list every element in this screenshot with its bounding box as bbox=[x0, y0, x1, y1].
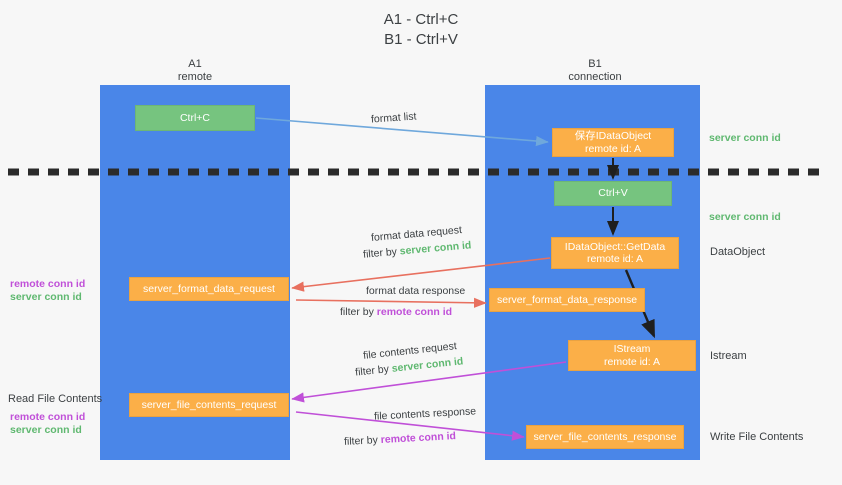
box-server-file-contents-response[interactable]: server_file_contents_response bbox=[526, 425, 684, 449]
title-line-1: A1 - Ctrl+C bbox=[383, 11, 459, 28]
box-server-format-data-response[interactable]: server_format_data_response bbox=[489, 288, 645, 312]
box-save-idataobject-line-1: 保存IDataObject bbox=[574, 130, 652, 142]
lane-b1-name: B1 bbox=[588, 58, 602, 70]
arrow-file-contents-request bbox=[291, 361, 567, 403]
note-read-file-contents: Read File Contents bbox=[8, 393, 103, 405]
box-ctrl-v-label: Ctrl+V bbox=[598, 187, 628, 200]
box-istream[interactable]: IStream remote id: A bbox=[568, 340, 696, 371]
lane-b1-sub: connection bbox=[568, 71, 622, 83]
box-ctrl-c-label: Ctrl+C bbox=[179, 111, 211, 124]
box-save-idataobject-line-2: remote id: A bbox=[584, 142, 642, 155]
arrow-format-data-request bbox=[291, 257, 551, 292]
note-server-conn-id-mid: server conn id bbox=[709, 211, 781, 223]
lane-a1-sub: remote bbox=[177, 71, 213, 83]
box-ctrl-c[interactable]: Ctrl+C bbox=[135, 105, 255, 131]
box-getdata-line-1: IDataObject::GetData bbox=[564, 240, 666, 253]
box-server-file-contents-request-label: server_file_contents_request bbox=[141, 398, 277, 411]
box-istream-line-2: remote id: A bbox=[603, 355, 661, 368]
title-line-2: B1 - Ctrl+V bbox=[384, 31, 458, 48]
lane-header-b1: B1 connection bbox=[520, 58, 670, 84]
box-ctrl-v[interactable]: Ctrl+V bbox=[554, 181, 672, 206]
box-save-idataobject[interactable]: 保存IDataObject remote id: A bbox=[552, 128, 674, 157]
arrow-file-contents-response bbox=[295, 411, 525, 441]
box-server-file-contents-request[interactable]: server_file_contents_request bbox=[129, 393, 289, 417]
arrow-format-list bbox=[255, 117, 549, 147]
filter-value-remote-conn-id-2: remote conn id bbox=[380, 430, 457, 446]
label-format-data-response: format data response bbox=[366, 285, 466, 297]
box-server-format-data-response-label: server_format_data_response bbox=[496, 293, 638, 306]
box-server-file-contents-response-label: server_file_contents_response bbox=[533, 430, 677, 443]
note-server-conn-id-2: server conn id bbox=[10, 424, 82, 436]
note-server-conn-id-top: server conn id bbox=[709, 132, 781, 144]
arrow-format-data-response bbox=[295, 297, 487, 308]
note-remote-conn-id-2: remote conn id bbox=[10, 411, 86, 423]
note-remote-conn-id-1: remote conn id bbox=[10, 278, 86, 290]
lane-header-a1: A1 remote bbox=[120, 58, 270, 84]
filter-value-remote-conn-id-1: remote conn id bbox=[376, 306, 453, 318]
box-server-format-data-request-label: server_format_data_request bbox=[143, 282, 275, 295]
box-server-format-data-request[interactable]: server_format_data_request bbox=[129, 277, 289, 301]
diagram-title: A1 - Ctrl+C B1 - Ctrl+V bbox=[0, 10, 842, 50]
note-istream: Istream bbox=[710, 350, 747, 362]
box-idataobject-getdata[interactable]: IDataObject::GetData remote id: A bbox=[551, 237, 679, 269]
note-server-conn-id-1: server conn id bbox=[10, 291, 82, 303]
lane-a1-name: A1 bbox=[188, 58, 202, 70]
box-getdata-line-2: remote id: A bbox=[586, 253, 644, 265]
note-dataobject: DataObject bbox=[710, 246, 766, 258]
label-format-data-response-filter: filter by remote conn id bbox=[340, 306, 453, 318]
box-istream-line-1: IStream bbox=[613, 343, 651, 355]
note-write-file-contents: Write File Contents bbox=[710, 431, 804, 443]
